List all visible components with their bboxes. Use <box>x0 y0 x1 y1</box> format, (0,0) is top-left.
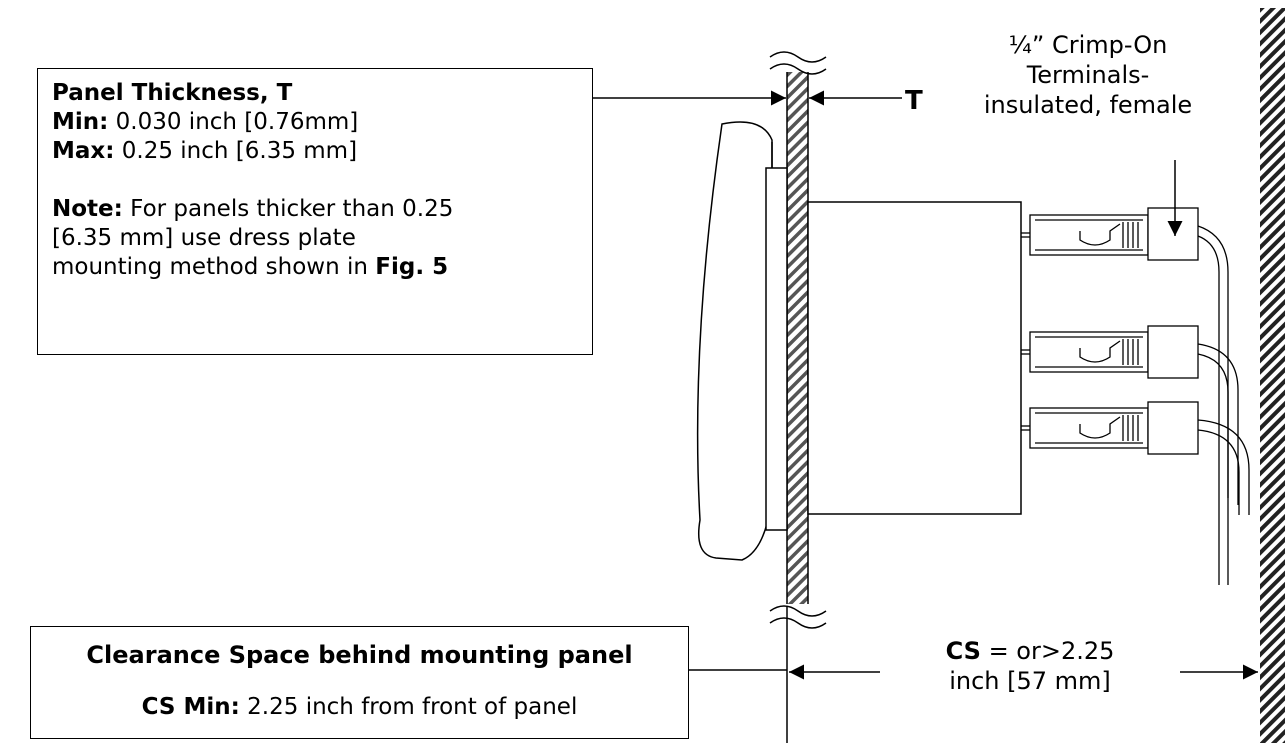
note-line-3: mounting method shown in Fig. 5 <box>52 254 449 280</box>
gauge-bezel <box>696 121 773 561</box>
clearance-title: Clearance Space behind mounting panel <box>86 641 633 669</box>
note-line-2: [6.35 mm] use dress plate <box>52 225 356 251</box>
panel-thickness-box: Panel Thickness, T Min: 0.030 inch [0.76… <box>37 68 593 355</box>
thickness-t-label: T <box>905 86 923 116</box>
panel-break-top <box>769 48 827 75</box>
clearance-min-line: CS Min: 2.25 inch from front of panel <box>141 694 578 720</box>
note-line-1: Note: For panels thicker than 0.25 <box>52 196 454 222</box>
terminal-1 <box>1021 207 1229 585</box>
figure-reference: Fig. 5 <box>375 254 449 280</box>
max-thickness-line: Max: 0.25 inch [6.35 mm] <box>52 138 358 164</box>
gauge-body <box>807 201 1022 515</box>
min-thickness-line: Min: 0.030 inch [0.76mm] <box>52 109 359 135</box>
panel-break-bottom <box>769 604 827 629</box>
terminal-2 <box>1021 325 1239 505</box>
terminal-3 <box>1021 401 1250 515</box>
crimp-terminal-label: ¼” Crimp-On Terminals- insulated, female <box>983 31 1193 119</box>
panel-thickness-title: Panel Thickness, T <box>52 80 293 106</box>
gauge-flange <box>765 167 788 531</box>
cs-dimension-label: CS = or>2.25 inch [57 mm] <box>945 637 1115 695</box>
mounting-panel <box>786 69 809 607</box>
clearance-box: Clearance Space behind mounting panel CS… <box>30 626 689 739</box>
rear-wall <box>1260 8 1285 743</box>
